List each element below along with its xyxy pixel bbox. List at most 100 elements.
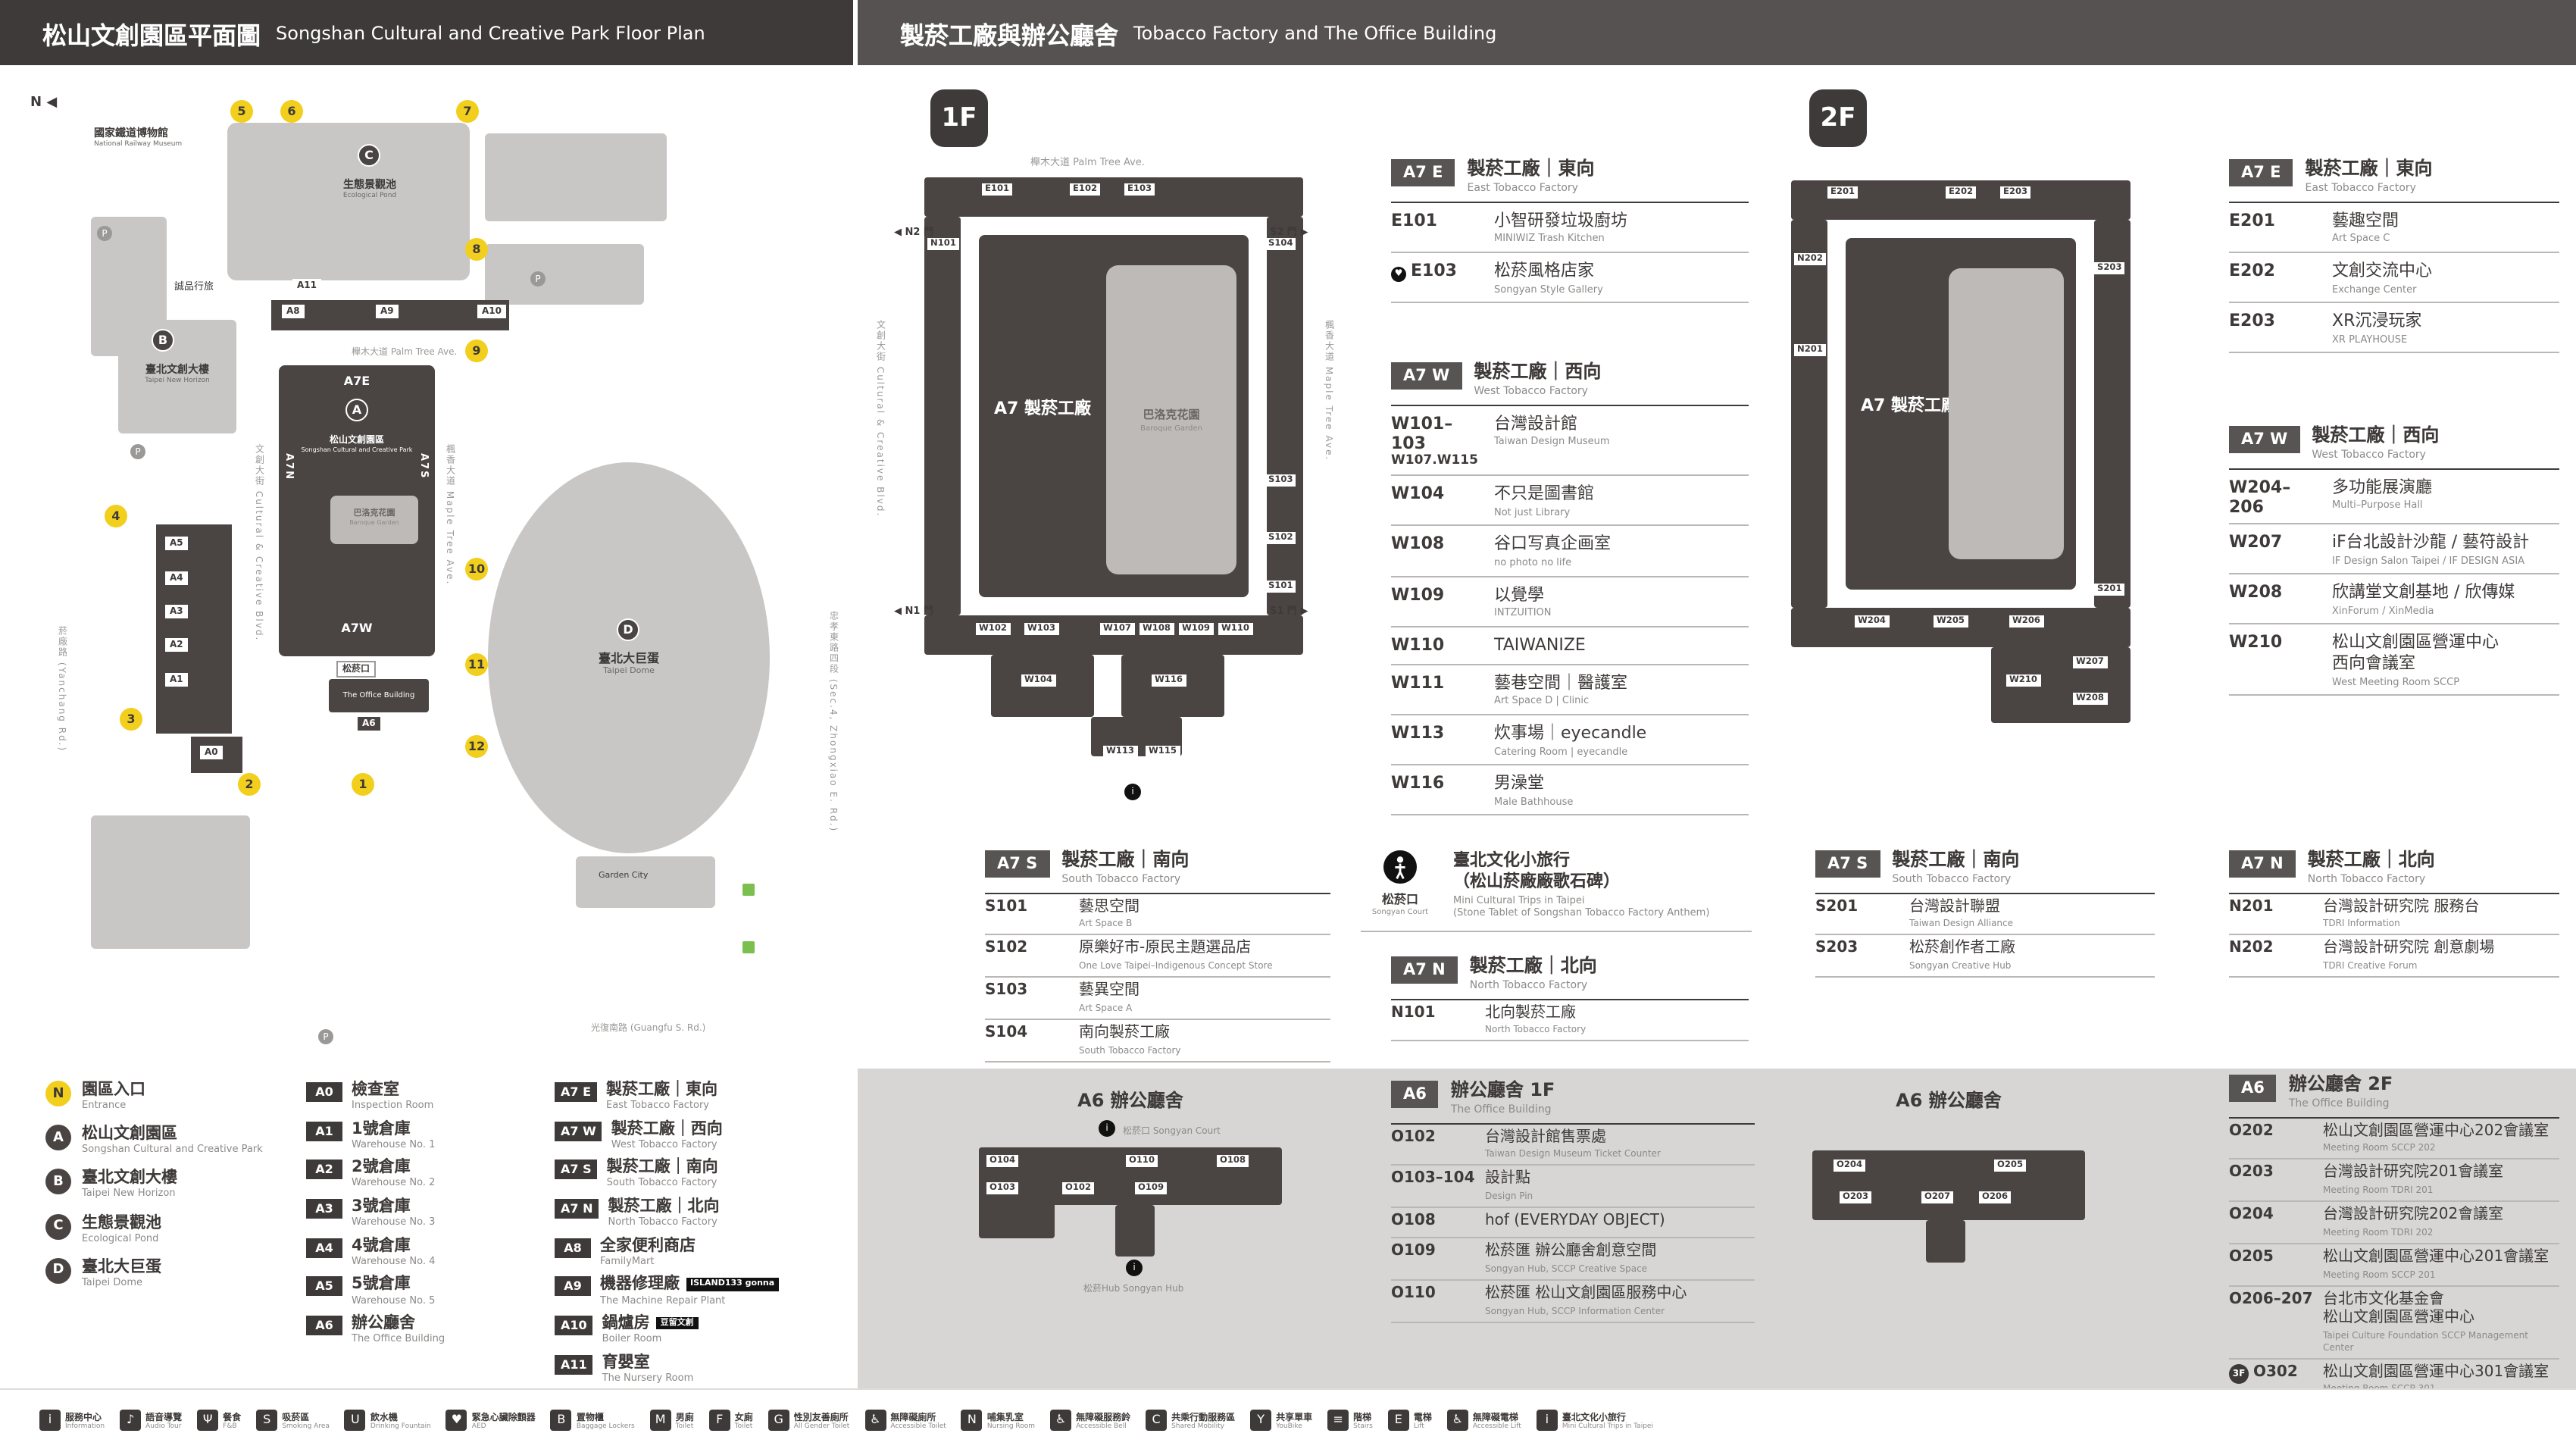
room-chip: W207	[2073, 656, 2107, 669]
room-name-en: Songyan Style Gallery	[1494, 283, 1603, 296]
facility-legend-item: C 共乘行動服務區 Shared Mobility	[1146, 1409, 1235, 1430]
facility-icon: Y	[1250, 1409, 1272, 1430]
room-name-en: no photo no life	[1494, 556, 1572, 569]
facility-zh: 電梯	[1413, 1412, 1432, 1422]
legend-building-row: A8 全家便利商店 FamilyMart	[555, 1237, 858, 1267]
gate-s1: S1 門 ▶	[1270, 605, 1308, 617]
songyan-hub-icon: i	[1126, 1260, 1143, 1276]
building-chip: A1	[165, 673, 188, 687]
legend-building-code: A5	[306, 1276, 342, 1297]
facility-zh: 男廁	[675, 1412, 694, 1422]
section-a7n-1f: A7 N 製菸工廠｜北向 North Tobacco Factory N101 …	[1391, 956, 1749, 1042]
room-name-en: Multi–Purpose Hall	[2332, 499, 2423, 512]
room-code: W110	[1391, 634, 1445, 655]
facility-zh: 飲水機	[370, 1412, 398, 1422]
room-name-zh: 松山文創園區營運中心301會議室	[2323, 1363, 2549, 1381]
legend-building-code: A10	[555, 1316, 593, 1336]
floor-badge-2f: 2F	[1809, 89, 1867, 147]
room-name-en: West Meeting Room SCCP	[2332, 675, 2460, 688]
room-name-en: Art Space C	[2332, 232, 2390, 245]
room-code: W116	[1391, 772, 1445, 793]
facility-zh: 緊急心臟除顫器	[471, 1412, 536, 1422]
legend-building-en: Boiler Room	[602, 1332, 662, 1345]
room-chip: O204	[1834, 1160, 1866, 1172]
legend-building-row: A7 W 製菸工廠｜西向 West Tobacco Factory	[555, 1119, 858, 1150]
legend-building-code: A3	[306, 1199, 342, 1219]
songyan-court-entry: 松菸口 Songyan Court 臺北文化小旅行 （松山菸廠廠歌石碑） Min…	[1361, 850, 1752, 933]
songyan-court-icon: i	[1099, 1120, 1115, 1137]
legend-area-row: A 松山文創園區 Songshan Cultural and Creative …	[45, 1125, 285, 1156]
legend-building-row: A7 S 製菸工廠｜南向 South Tobacco Factory	[555, 1159, 858, 1189]
facility-icon: ♿	[864, 1409, 886, 1430]
facility-icon: N	[961, 1409, 983, 1430]
section-badge: A7 W	[2229, 426, 2300, 453]
room-chip: W206	[2009, 615, 2043, 628]
facility-en: Lift	[1413, 1422, 1424, 1430]
facility-icon: Ψ	[197, 1409, 219, 1430]
legend-building-zh: 4號倉庫	[352, 1236, 411, 1255]
room-name-en: Taiwan Design Alliance	[1909, 919, 2014, 930]
facility-legend-item: i 臺北文化小旅行 Mini Cultural Trips in Taipei	[1536, 1409, 1653, 1430]
legend-building-en: The Office Building	[352, 1332, 445, 1345]
facility-zh: 無障礙廁所	[890, 1412, 936, 1422]
facility-legend-item: ♥ 緊急心臟除顫器 AED	[445, 1409, 536, 1430]
room-code: O109	[1391, 1243, 1436, 1260]
legend-building-row: A4 4號倉庫 Warehouse No. 4	[306, 1237, 533, 1267]
street-label-left: 文創大街 Cultural & Creative Blvd.	[874, 320, 885, 518]
legend-building-row: A0 檢查室 Inspection Room	[306, 1081, 533, 1111]
baroque-en: Baroque Garden	[1140, 424, 1202, 433]
new-horizon-block	[118, 320, 236, 433]
facility-zh: 女廁	[734, 1412, 753, 1422]
eco-pond-block	[227, 123, 470, 280]
garden-city-block	[576, 856, 715, 908]
legend-factory: A7 E 製菸工廠｜東向 East Tobacco Factory A7 W 製…	[555, 1081, 858, 1388]
facility-zh: 餐食	[223, 1412, 242, 1422]
section-title-zh: 製菸工廠｜北向	[1469, 955, 1597, 976]
room-name-zh: 台灣設計研究院 服務台	[2323, 898, 2480, 915]
east-wing	[2094, 220, 2131, 608]
legend-building-en: Warehouse No. 1	[352, 1138, 436, 1150]
pin-c: C	[358, 144, 380, 167]
room-name-zh: 炊事場｜eyecandle	[1494, 722, 1647, 743]
facility-en: Shared Mobility	[1171, 1422, 1224, 1430]
room-name-zh: 台灣設計聯盟	[1909, 898, 2000, 915]
room-name-zh: 不只是圖書館	[1494, 484, 1594, 504]
section-badge: A6	[2229, 1075, 2277, 1102]
room-name-zh: 藝巷空間｜醫護室	[1494, 672, 1627, 693]
court-label-zh: 松菸口	[1382, 893, 1418, 906]
legend-area-zh: 生態景觀池	[82, 1213, 161, 1232]
facility-icon: F	[708, 1409, 730, 1430]
room-chip: W204	[1855, 615, 1889, 628]
legend-area-row: D 臺北大巨蛋 Taipei Dome	[45, 1257, 285, 1288]
facility-zh: 哺集乳室	[986, 1412, 1024, 1422]
building-chip: A9	[376, 305, 399, 319]
room-chip: W115	[1146, 746, 1180, 759]
room-chip: W205	[1934, 615, 1968, 628]
a7-core-label: A7 製菸工廠	[1861, 396, 1958, 415]
legend-building-en: West Tobacco Factory	[611, 1138, 717, 1150]
facility-en: Accessible Lift	[1472, 1422, 1521, 1430]
facility-en: Stairs	[1353, 1422, 1373, 1430]
room-code: O205	[2229, 1249, 2274, 1266]
court-label-en: Songyan Court	[1371, 908, 1429, 917]
map-legend: N 園區入口 Entrance A 松山文創園區 Songshan Cultur…	[0, 1069, 858, 1388]
room-name-zh: iF台北設計沙龍 / 藝符設計	[2332, 532, 2530, 552]
legend-building-code: A11	[555, 1354, 593, 1375]
building-chip: A8	[282, 305, 305, 319]
room-row: W110 TAIWANIZE	[1391, 627, 1749, 665]
